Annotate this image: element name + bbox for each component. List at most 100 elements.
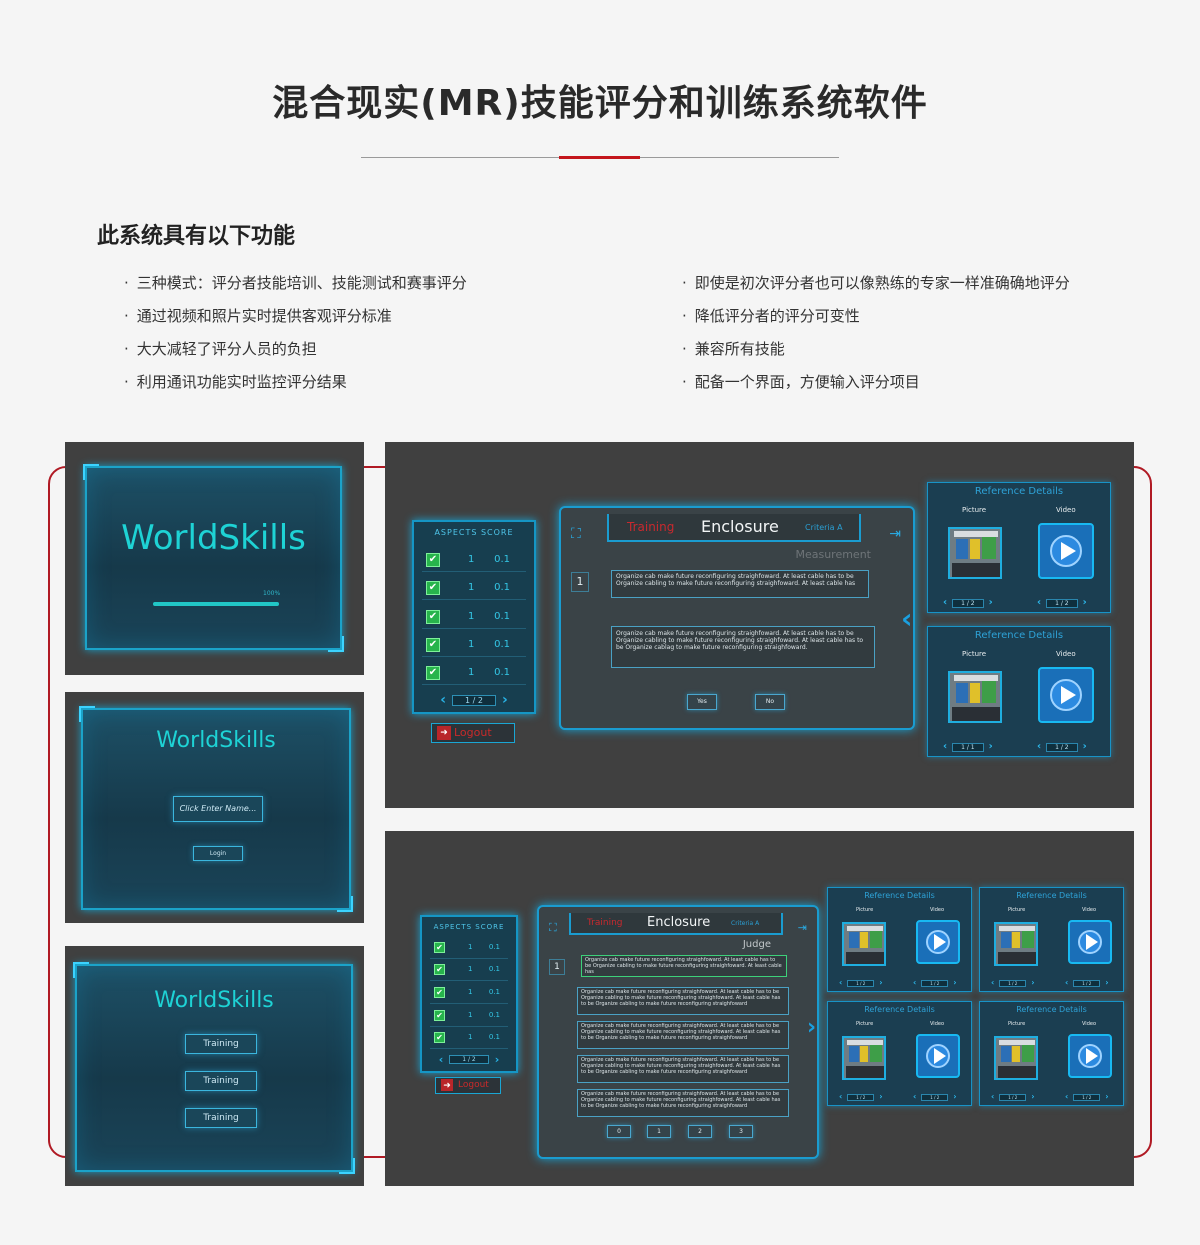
- tab-training[interactable]: Training: [587, 918, 623, 928]
- video-label: Video: [1082, 1021, 1097, 1027]
- play-video-button[interactable]: [1068, 1034, 1112, 1078]
- focus-frame-icon[interactable]: ⛶: [571, 526, 581, 542]
- reference-title: Reference Details: [974, 486, 1064, 497]
- chevron-left-icon[interactable]: ‹: [913, 978, 917, 987]
- chevron-right-icon[interactable]: ›: [1031, 978, 1035, 987]
- checkbox-icon[interactable]: ✔: [434, 1032, 445, 1043]
- play-video-button[interactable]: [916, 920, 960, 964]
- reference-picture[interactable]: [994, 1036, 1038, 1080]
- chevron-right-icon[interactable]: ›: [501, 692, 508, 708]
- chevron-left-icon[interactable]: ‹: [991, 978, 995, 987]
- tab-training[interactable]: Training: [627, 520, 675, 534]
- play-video-button[interactable]: [916, 1034, 960, 1078]
- criterion-text: Organize cab make future reconfiguring s…: [581, 955, 787, 977]
- pin-icon[interactable]: ⇥: [889, 526, 901, 542]
- no-button[interactable]: No: [755, 694, 785, 710]
- play-video-button[interactable]: [1038, 667, 1094, 723]
- play-video-button[interactable]: [1068, 920, 1112, 964]
- pin-icon[interactable]: ⇥: [797, 921, 807, 934]
- name-input[interactable]: Click Enter Name...: [173, 796, 263, 822]
- chevron-right-icon[interactable]: ›: [1031, 1092, 1035, 1101]
- chevron-right-icon[interactable]: ›: [807, 1015, 817, 1040]
- option-text[interactable]: Organize cab make future reconfiguring s…: [577, 987, 789, 1015]
- chevron-right-icon[interactable]: ›: [1082, 741, 1087, 752]
- checkbox-icon[interactable]: ✔: [426, 638, 440, 652]
- chevron-right-icon[interactable]: ›: [1082, 597, 1087, 608]
- chevron-right-icon[interactable]: ›: [879, 978, 883, 987]
- video-pager: ‹1 / 2›: [1065, 978, 1109, 987]
- chevron-left-icon[interactable]: ‹: [943, 597, 948, 608]
- chevron-left-icon[interactable]: ‹: [1065, 1092, 1069, 1101]
- reference-card: Reference Details Picture Video ‹1 / 2› …: [827, 1001, 972, 1106]
- chevron-right-icon[interactable]: ›: [1105, 1092, 1109, 1101]
- option-text[interactable]: Organize cab make future reconfiguring s…: [577, 1089, 789, 1117]
- chevron-right-icon[interactable]: ›: [953, 1092, 957, 1101]
- logout-button[interactable]: ➜Logout: [435, 1077, 501, 1094]
- chevron-left-icon[interactable]: ‹: [943, 741, 948, 752]
- chevron-left-icon[interactable]: ‹: [438, 1053, 444, 1066]
- chevron-right-icon[interactable]: ›: [879, 1092, 883, 1101]
- score-3-button[interactable]: 3: [729, 1125, 753, 1138]
- chevron-left-icon[interactable]: ‹: [839, 1092, 843, 1101]
- chevron-left-icon[interactable]: ‹: [901, 602, 913, 635]
- chevron-right-icon[interactable]: ›: [953, 978, 957, 987]
- features-heading: 此系统具有以下功能: [97, 224, 296, 249]
- reference-picture[interactable]: [842, 1036, 886, 1080]
- checkbox-icon[interactable]: ✔: [434, 1010, 445, 1021]
- checkbox-icon[interactable]: ✔: [434, 964, 445, 975]
- feature-item: 配备一个界面，方便输入评分项目: [682, 369, 1070, 402]
- reference-picture[interactable]: [948, 671, 1002, 723]
- tab-bar: Training Enclosure Criteria A: [569, 913, 783, 935]
- chevron-left-icon[interactable]: ‹: [440, 692, 447, 708]
- chevron-left-icon[interactable]: ‹: [1065, 978, 1069, 987]
- chevron-right-icon[interactable]: ›: [988, 597, 993, 608]
- login-button[interactable]: Login: [193, 846, 243, 861]
- reference-picture[interactable]: [842, 922, 886, 966]
- chevron-right-icon[interactable]: ›: [988, 741, 993, 752]
- checkbox-icon[interactable]: ✔: [426, 610, 440, 624]
- tab-criteria[interactable]: Criteria A: [805, 523, 843, 532]
- chevron-left-icon[interactable]: ‹: [839, 978, 843, 987]
- option-text[interactable]: Organize cab make future reconfiguring s…: [577, 1021, 789, 1049]
- score-2-button[interactable]: 2: [688, 1125, 712, 1138]
- checkbox-icon[interactable]: ✔: [426, 666, 440, 680]
- tab-criteria[interactable]: Criteria A: [731, 920, 760, 927]
- training-mode-button[interactable]: Training: [185, 1071, 257, 1091]
- play-icon: [934, 934, 946, 950]
- checkbox-icon[interactable]: ✔: [434, 987, 445, 998]
- picture-pager: ‹1 / 2›: [839, 978, 883, 987]
- chevron-right-icon[interactable]: ›: [494, 1053, 500, 1066]
- picture-label: Picture: [1008, 907, 1026, 913]
- play-video-button[interactable]: [1038, 523, 1094, 579]
- chevron-left-icon[interactable]: ‹: [1037, 597, 1042, 608]
- yes-button[interactable]: Yes: [687, 694, 717, 710]
- logout-button[interactable]: ➜Logout: [431, 723, 515, 743]
- option-text[interactable]: Organize cab make future reconfiguring s…: [577, 1055, 789, 1083]
- checkbox-icon[interactable]: ✔: [434, 942, 445, 953]
- chevron-right-icon[interactable]: ›: [1105, 978, 1109, 987]
- reference-picture[interactable]: [948, 527, 1002, 579]
- training-mode-button[interactable]: Training: [185, 1108, 257, 1128]
- score-0-button[interactable]: 0: [607, 1125, 631, 1138]
- chevron-left-icon[interactable]: ‹: [1037, 741, 1042, 752]
- reference-picture[interactable]: [994, 922, 1038, 966]
- chevron-left-icon[interactable]: ‹: [991, 1092, 995, 1101]
- chevron-left-icon[interactable]: ‹: [913, 1092, 917, 1101]
- checkbox-icon[interactable]: ✔: [426, 581, 440, 595]
- progress-label: 100%: [263, 590, 281, 597]
- training-mode-button[interactable]: Training: [185, 1034, 257, 1054]
- checkbox-icon[interactable]: ✔: [426, 553, 440, 567]
- score-1-button[interactable]: 1: [647, 1125, 671, 1138]
- focus-frame-icon[interactable]: ⛶: [549, 921, 557, 934]
